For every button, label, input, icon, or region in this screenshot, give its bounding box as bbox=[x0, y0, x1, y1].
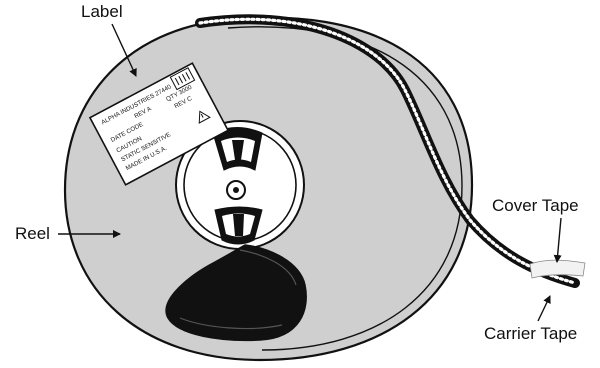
callout-label: Label bbox=[81, 2, 123, 21]
callout-carrier-tape-arrow bbox=[537, 295, 551, 322]
callout-reel: Reel bbox=[15, 224, 50, 243]
callout-carrier-tape: Carrier Tape bbox=[484, 324, 577, 343]
carrier-tape-strip bbox=[195, 14, 580, 288]
cover-tape-flap bbox=[529, 259, 586, 279]
callout-cover-tape: Cover Tape bbox=[492, 196, 579, 215]
callout-label-arrow bbox=[111, 23, 137, 77]
label-logo-icon bbox=[169, 67, 196, 91]
callout-cover-tape-arrow bbox=[553, 217, 562, 263]
tape-loop bbox=[165, 244, 307, 342]
